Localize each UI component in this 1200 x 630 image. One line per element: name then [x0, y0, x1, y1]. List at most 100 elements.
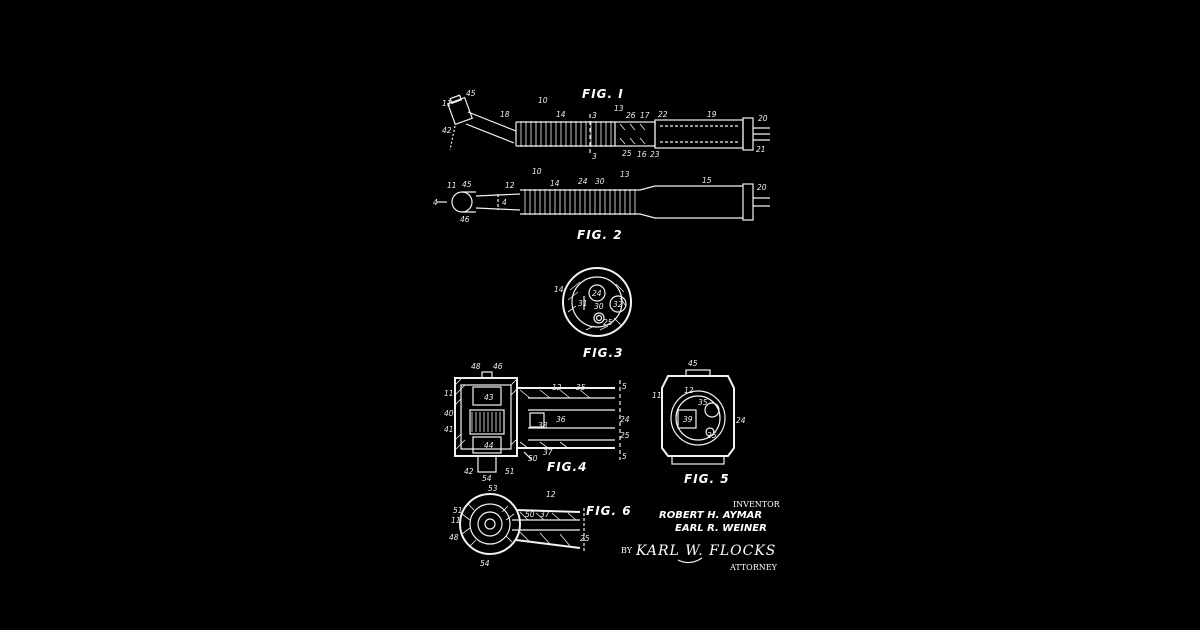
- reference-numeral: 25: [707, 431, 717, 440]
- reference-numeral: 14: [556, 110, 566, 119]
- reference-numeral: 18: [500, 110, 510, 119]
- fig3-cross-section: [562, 267, 632, 337]
- reference-numeral: 32: [613, 300, 623, 309]
- reference-numeral: 30: [594, 302, 604, 311]
- attorney-caption: ATTORNEY: [729, 563, 778, 572]
- reference-numeral: 12: [552, 383, 562, 392]
- reference-numeral: 54: [480, 559, 490, 568]
- reference-numeral: 24: [592, 289, 602, 298]
- reference-numeral: 23: [650, 150, 660, 159]
- reference-numeral: 11: [442, 99, 452, 108]
- reference-numeral: 51: [505, 467, 515, 476]
- reference-numeral: 15: [702, 176, 712, 185]
- reference-numeral: 26: [626, 111, 636, 120]
- reference-numeral: 35: [576, 383, 586, 392]
- fig5-title: FIG. 5: [684, 472, 730, 486]
- fig6-head-section: [459, 493, 585, 555]
- reference-numeral: 38: [538, 421, 548, 430]
- reference-numeral: 12: [684, 386, 694, 395]
- inventor-name-1: ROBERT H. AYMAR: [659, 510, 762, 521]
- reference-numeral: 14: [554, 285, 564, 294]
- reference-numeral: 40: [444, 409, 454, 418]
- reference-numeral: 45: [466, 89, 476, 98]
- reference-numeral: 31: [578, 299, 588, 308]
- inventor-name-2: EARL R. WEINER: [675, 523, 767, 534]
- reference-numeral: 25: [620, 431, 630, 440]
- reference-numeral: 17: [640, 111, 650, 120]
- fig1-handpiece-side-view: [447, 94, 770, 156]
- reference-numeral: 13: [620, 170, 630, 179]
- reference-numeral: 46: [493, 362, 503, 371]
- reference-numeral: 51: [453, 506, 463, 515]
- reference-numeral: 24: [736, 416, 746, 425]
- reference-numeral: 53: [488, 484, 498, 493]
- reference-numeral: 22: [658, 110, 668, 119]
- reference-numeral: 25: [603, 318, 613, 327]
- reference-numeral: 5: [622, 382, 627, 391]
- reference-numeral: 36: [556, 415, 566, 424]
- reference-numeral: 10: [532, 167, 542, 176]
- reference-numeral: 20: [758, 114, 768, 123]
- reference-numeral: 48: [471, 362, 481, 371]
- reference-numeral: 30: [595, 177, 605, 186]
- fig3-title: FIG.3: [583, 346, 623, 360]
- reference-numeral: 39: [683, 415, 693, 424]
- signature-flourish: [677, 557, 703, 564]
- reference-numeral: 19: [707, 110, 717, 119]
- fig2-reference-numerals: 11 45 10 12 14 24 30 13 15 20 4 4 46 FIG…: [433, 167, 767, 242]
- reference-numeral: 24: [578, 177, 588, 186]
- reference-numeral: 35: [698, 398, 708, 407]
- fig1-reference-numerals: 11 45 10 18 13 14 3 26 17 22 19 20 42 3 …: [442, 87, 768, 161]
- fig2-title: FIG. 2: [577, 228, 623, 242]
- reference-numeral: 46: [460, 215, 470, 224]
- reference-numeral: 50: [528, 454, 538, 463]
- reference-numeral: 11: [451, 516, 461, 525]
- reference-numeral: 42: [464, 467, 474, 476]
- attorney-signature: KARL W. FLOCKS: [635, 543, 776, 559]
- reference-numeral: 48: [449, 533, 459, 542]
- fig5-end-view: [661, 369, 735, 465]
- reference-numeral: 37: [540, 510, 550, 519]
- fig4-reference-numerals: 48 46 12 35 5 11 43 40 41 44 42 54 51 50…: [444, 362, 630, 483]
- fig1-title: FIG. I: [582, 87, 624, 101]
- reference-numeral: 20: [757, 183, 767, 192]
- reference-numeral: 21: [756, 145, 766, 154]
- reference-numeral: 12: [505, 181, 515, 190]
- reference-numeral: 3: [592, 152, 597, 161]
- fig5-reference-numerals: 45 11 12 35 39 24 25 FIG. 5: [652, 359, 746, 486]
- reference-numeral: 37: [543, 448, 553, 457]
- reference-numeral: 54: [482, 474, 492, 483]
- reference-numeral: 16: [637, 150, 647, 159]
- fig3-reference-numerals: 14 24 31 30 32 25 FIG.3: [554, 285, 623, 360]
- reference-numeral: 41: [444, 425, 454, 434]
- fig2-handpiece-top-view: [437, 183, 770, 221]
- fig6-reference-numerals: 53 12 51 11 50 37 48 54 25 FIG. 6: [449, 484, 632, 568]
- fig6-title: FIG. 6: [586, 504, 632, 518]
- reference-numeral: 45: [462, 180, 472, 189]
- fig1-grip-rings: [516, 121, 615, 147]
- reference-numeral: 4: [433, 198, 438, 207]
- reference-numeral: 3: [592, 111, 597, 120]
- by-label: BY: [621, 546, 633, 555]
- inventor-caption: INVENTOR: [733, 500, 781, 509]
- reference-numeral: 12: [546, 490, 556, 499]
- reference-numeral: 10: [538, 96, 548, 105]
- reference-numeral: 11: [444, 389, 454, 398]
- reference-numeral: 13: [614, 104, 624, 113]
- reference-numeral: 42: [442, 126, 452, 135]
- fig4-head-section: [454, 371, 621, 473]
- reference-numeral: 5: [622, 452, 627, 461]
- reference-numeral: 4: [502, 198, 507, 207]
- reference-numeral: 11: [447, 181, 457, 190]
- reference-numeral: 24: [620, 415, 630, 424]
- reference-numeral: 25: [622, 149, 632, 158]
- reference-numeral: 43: [484, 393, 494, 402]
- reference-numeral: 45: [688, 359, 698, 368]
- reference-numeral: 14: [550, 179, 560, 188]
- reference-numeral: 50: [525, 510, 535, 519]
- fig4-title: FIG.4: [547, 460, 587, 474]
- reference-numeral: 11: [652, 391, 662, 400]
- signature-block: INVENTOR ROBERT H. AYMAR EARL R. WEINER …: [621, 500, 781, 572]
